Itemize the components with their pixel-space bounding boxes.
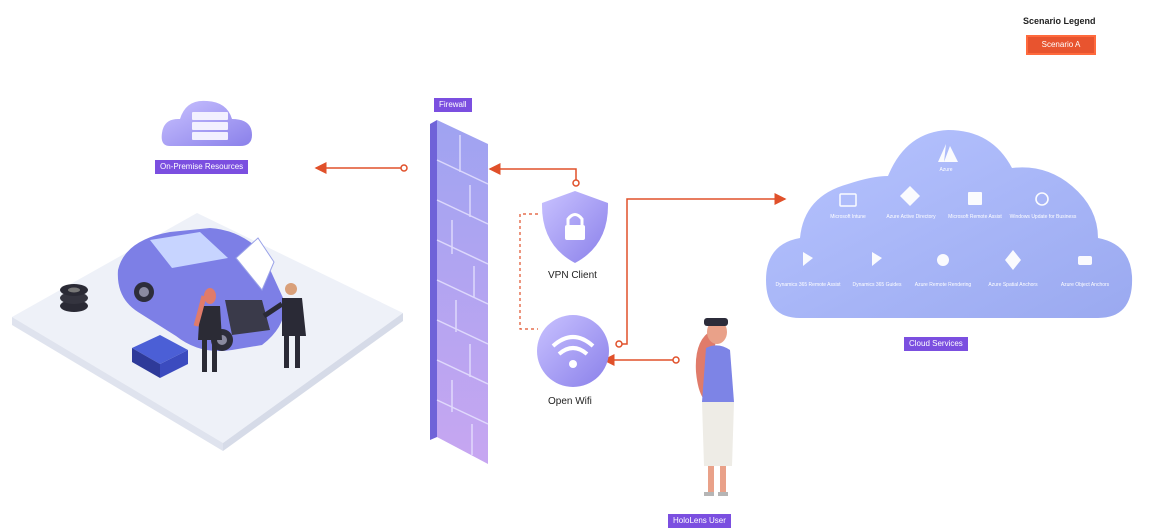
azure-icon (938, 144, 958, 162)
hololens-user-label: HoloLens User (668, 514, 731, 528)
d365-remote-assist-icon (803, 252, 813, 266)
arrow-vpn-to-firewall (488, 163, 577, 182)
cloud-service-label: Dynamics 365 Guides (852, 282, 902, 288)
open-wifi-label: Open Wifi (548, 396, 592, 407)
wifi-icon (537, 315, 609, 387)
mechanic-man-icon (262, 283, 306, 368)
remote-assist-icon (968, 192, 982, 205)
vpn-wifi-dashed-link (519, 213, 538, 330)
connection-arrows (314, 162, 787, 366)
tires-icon (60, 284, 88, 312)
cloud-service-label: Windows Update for Business (1009, 214, 1077, 220)
mechanic-woman-icon (193, 288, 222, 372)
intune-icon (839, 193, 857, 207)
vpn-shield-icon (541, 191, 609, 263)
toolbox-icon (132, 335, 188, 378)
cloud-service-label: Azure Active Directory (886, 214, 936, 220)
arrow-wifi-to-cloud (619, 193, 787, 345)
cloud-service-label: Dynamics 365 Remote Assist (775, 282, 841, 288)
object-anchors-icon (1078, 256, 1092, 265)
cloud-service-label: Azure Spatial Anchors (988, 282, 1038, 288)
cloud-service-label-azure: Azure (939, 167, 953, 173)
cloud-services-cloud (766, 130, 1133, 318)
on-premise-label: On-Premise Resources (155, 160, 249, 174)
cloud-service-label: Microsoft Remote Assist (948, 214, 1002, 220)
legend-title: Scenario Legend (1023, 16, 1096, 26)
cloud-service-label: Microsoft Intune (830, 214, 866, 220)
workshop-scene (12, 213, 403, 451)
cloud-service-label: Azure Remote Rendering (914, 282, 972, 288)
legend-item-scenario-a: Scenario A (1026, 35, 1096, 55)
vpn-client-label: VPN Client (548, 270, 597, 281)
d365-guides-icon (872, 252, 882, 266)
firewall-label: Firewall (434, 98, 472, 112)
hololens-user-figure (695, 318, 734, 496)
firewall-wall (430, 120, 489, 464)
on-premise-cloud-icon (161, 100, 252, 146)
active-directory-icon (900, 186, 920, 206)
spatial-anchors-icon (1005, 250, 1021, 270)
cloud-services-label: Cloud Services (904, 337, 968, 351)
remote-rendering-icon (937, 254, 949, 266)
cloud-service-label: Azure Object Anchors (1060, 282, 1110, 288)
update-icon (1035, 192, 1049, 206)
